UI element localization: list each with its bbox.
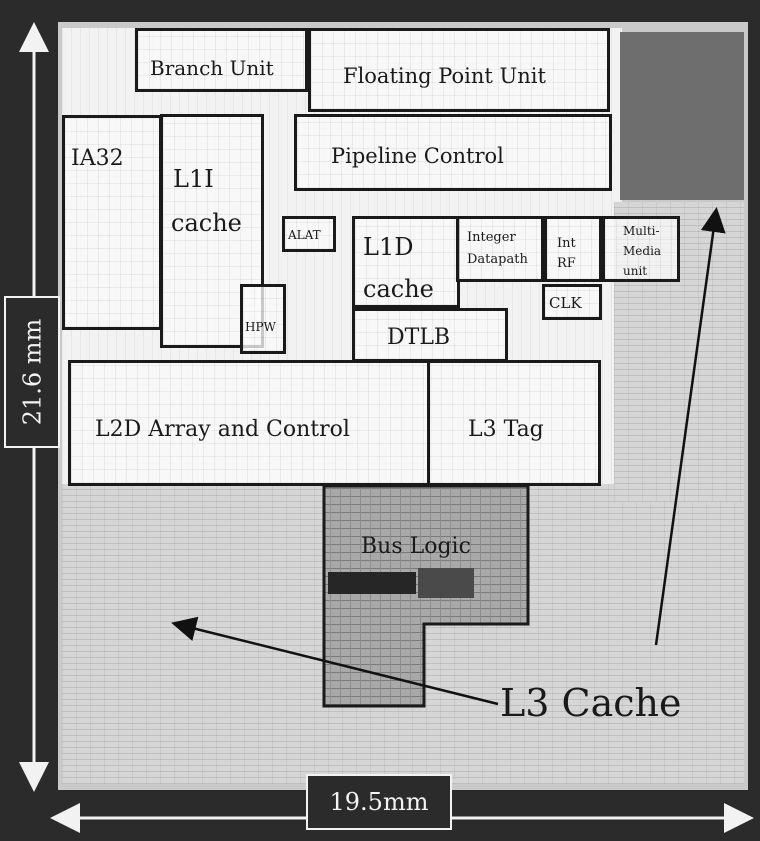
l3-cache-arrow-left <box>176 624 498 704</box>
l3-cache-label: L3 Cache <box>500 684 681 722</box>
width-dimension-box: 19.5mm <box>306 774 452 830</box>
l3-cache-arrow-up <box>656 212 716 645</box>
height-dimension-box: 21.6 mm <box>4 296 60 448</box>
height-dimension-label: 21.6 mm <box>18 319 46 426</box>
width-dimension-label: 19.5mm <box>330 788 429 816</box>
